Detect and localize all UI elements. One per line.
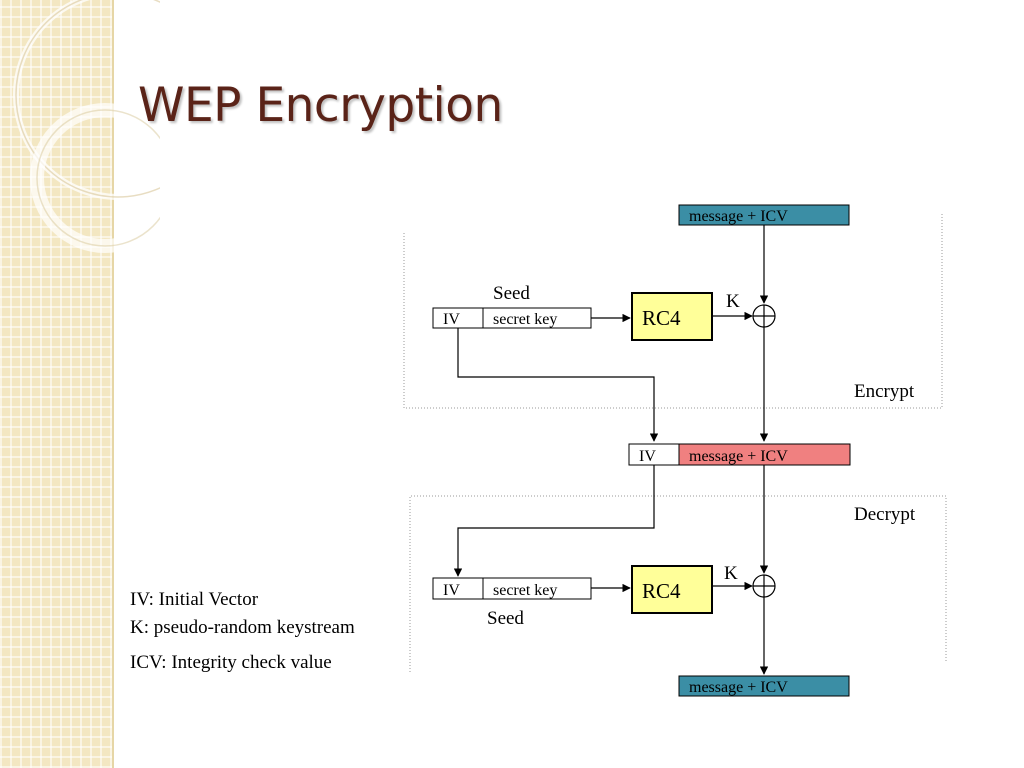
encrypt-label: Encrypt — [854, 381, 915, 402]
mid-message-label: message + ICV — [689, 448, 788, 465]
bottom-message-box — [678, 675, 850, 697]
enc-rc4-label: RC4 — [642, 306, 681, 330]
dec-rc4-label: RC4 — [642, 579, 681, 603]
dec-xor-icon — [752, 574, 776, 598]
dec-k-label: K — [724, 563, 738, 584]
dec-iv-label: IV — [443, 582, 460, 599]
enc-iv-to-mid-iv-arrow — [457, 328, 659, 442]
encrypt-frame — [403, 213, 943, 409]
dec-secret-key-label: secret key — [493, 582, 557, 599]
dec-rc4-box — [631, 565, 713, 614]
enc-k-label: K — [726, 291, 740, 312]
dec-seed-label: Seed — [487, 608, 524, 629]
mid-iv-label: IV — [639, 448, 656, 465]
bottom-message-label: message + ICV — [689, 679, 788, 696]
legend-icv: ICV: Integrity check value — [130, 652, 332, 673]
enc-secret-key-label: secret key — [493, 311, 557, 328]
decorative-circles — [13, 0, 160, 253]
mid-iv-to-dec-iv-arrow — [453, 465, 655, 577]
enc-iv-label: IV — [443, 311, 460, 328]
decrypt-label: Decrypt — [854, 504, 916, 525]
legend-iv: IV: Initial Vector — [130, 589, 259, 610]
enc-seed-label: Seed — [493, 283, 530, 304]
top-message-label: message + ICV — [689, 208, 788, 225]
slide-title: WEP Encryption — [138, 78, 503, 133]
decrypt-frame — [409, 495, 947, 672]
legend-k: K: pseudo-random keystream — [130, 617, 355, 638]
enc-xor-icon — [752, 304, 776, 328]
